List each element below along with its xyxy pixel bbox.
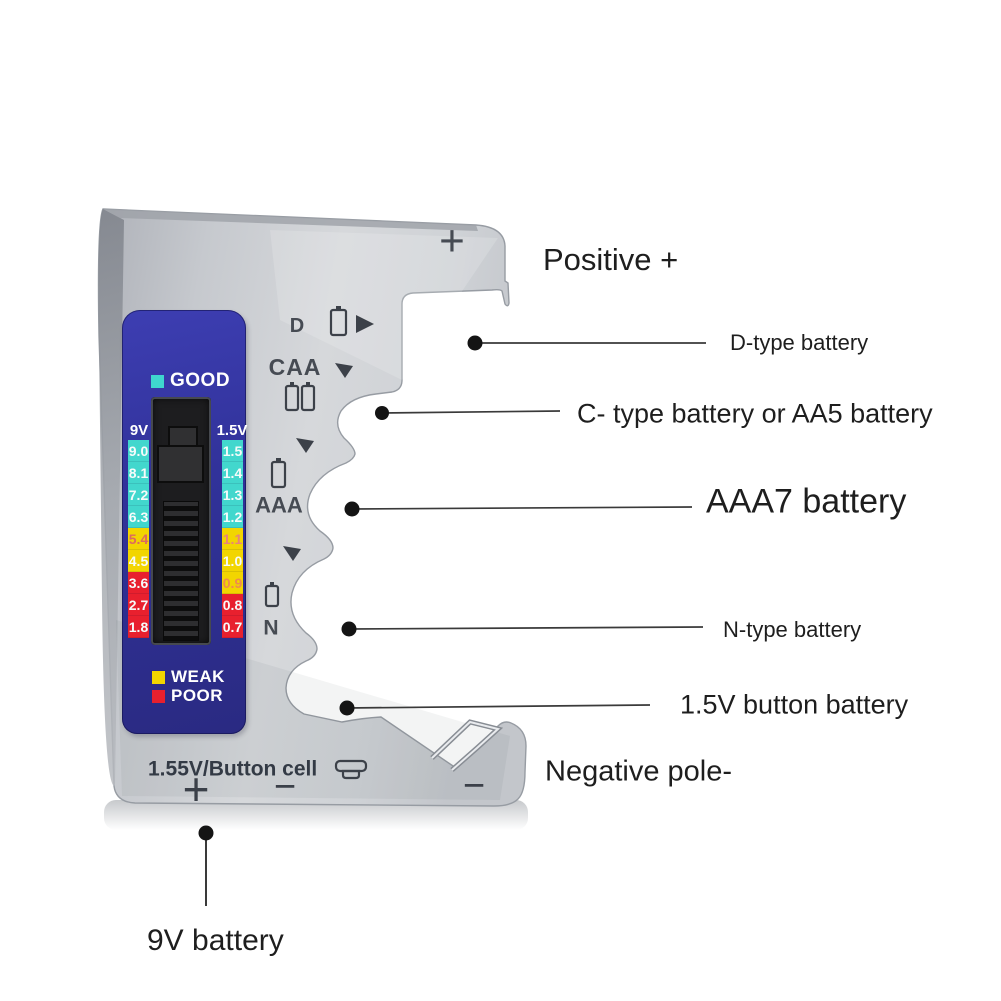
callout-line-button <box>346 704 651 709</box>
callout-line-n-type <box>348 626 704 630</box>
annotation-d-type: D-type battery <box>730 330 869 355</box>
scale-cell: 2.7 <box>128 594 149 616</box>
slider-knob-body <box>157 445 204 483</box>
device-left-facet <box>98 209 124 786</box>
slider-knob-tab <box>168 426 198 447</box>
callout-dot-aaa7 <box>344 501 360 517</box>
annotation-negative: Negative pole- <box>545 755 732 788</box>
scale-cell: 7.2 <box>128 484 149 506</box>
annotation-c-type: C- type battery or AA5 battery <box>577 398 933 429</box>
scale-cell: 1.4 <box>222 462 243 484</box>
callout-line-c-type <box>381 410 561 414</box>
scale-cell: 1.8 <box>128 616 149 638</box>
scale-cell: 1.0 <box>222 550 243 572</box>
good-indicator-square <box>151 374 164 388</box>
column-header-9v: 9V <box>129 422 149 439</box>
scale-cell: 5.4 <box>128 528 149 550</box>
device-minus-bottom-right: − <box>463 765 485 807</box>
callout-line-aaa7 <box>351 506 693 510</box>
scale-cell: 6.3 <box>128 506 149 528</box>
button-cell-voltage-label: 1.55V/Button cell <box>148 758 317 781</box>
slot-label-aaa: AAA <box>255 493 303 518</box>
insert-arrow-right-icon <box>356 315 374 333</box>
callout-dot-button <box>339 700 355 716</box>
callout-dot-d-type <box>467 335 483 351</box>
slider-ribs <box>163 501 199 641</box>
device-minus-bottom-left: − <box>274 766 296 808</box>
button-cell-icon <box>334 759 368 780</box>
scale-cell: 4.5 <box>128 550 149 572</box>
scale-cell: 1.1 <box>222 528 243 550</box>
d-battery-icon <box>329 306 348 337</box>
poor-label: POOR <box>171 686 224 705</box>
annotation-9v: 9V battery <box>147 924 284 957</box>
device-top-facet <box>103 209 478 231</box>
c-aa-battery-icons <box>284 382 316 412</box>
slot-label-d: D <box>290 315 304 337</box>
insert-arrow-n-icon <box>283 546 301 561</box>
callout-dot-n-type <box>341 621 357 637</box>
annotation-positive: Positive + <box>543 242 679 277</box>
aaa-battery-icon <box>270 458 287 489</box>
insert-arrow-aaa-icon <box>296 438 314 453</box>
scale-cell: 8.1 <box>128 462 149 484</box>
poor-indicator-square <box>152 689 165 703</box>
slot-label-caa: CAA <box>269 354 322 380</box>
scale-cell: 1.2 <box>222 506 243 528</box>
scale-cell: 0.9 <box>222 572 243 594</box>
scale-cell: 0.8 <box>222 594 243 616</box>
scale-cell: 1.3 <box>222 484 243 506</box>
weak-label: WEAK <box>171 667 225 686</box>
scale-cell: 3.6 <box>128 572 149 594</box>
annotation-n-type: N-type battery <box>723 617 862 642</box>
scale-cell: 1.5 <box>222 440 243 462</box>
device-plus-top: + <box>439 217 465 266</box>
annotation-button: 1.5V button battery <box>680 689 909 720</box>
voltage-slider <box>151 397 211 645</box>
callout-dot-9v <box>198 825 214 841</box>
annotation-aaa7: AAA7 battery <box>706 482 907 521</box>
device-plus-bottom: + <box>183 763 210 815</box>
scale-cell: 9.0 <box>128 440 149 462</box>
weak-indicator-square <box>152 670 165 684</box>
weak-indicator-row: WEAK <box>152 667 225 687</box>
n-battery-icon <box>264 582 280 608</box>
column-header-1-5v: 1.5V <box>216 422 248 439</box>
poor-indicator-row: POOR <box>152 686 223 706</box>
good-label: GOOD <box>170 370 231 391</box>
scale-cell: 0.7 <box>222 616 243 638</box>
callout-dot-c-type <box>375 406 389 420</box>
device-shadow <box>104 800 528 830</box>
negative-contact-spring-icon <box>430 719 504 772</box>
good-indicator-row: GOOD <box>151 370 230 392</box>
slot-label-n: N <box>263 617 278 640</box>
face-highlight <box>270 230 498 380</box>
insert-arrow-caa-icon <box>335 363 353 378</box>
